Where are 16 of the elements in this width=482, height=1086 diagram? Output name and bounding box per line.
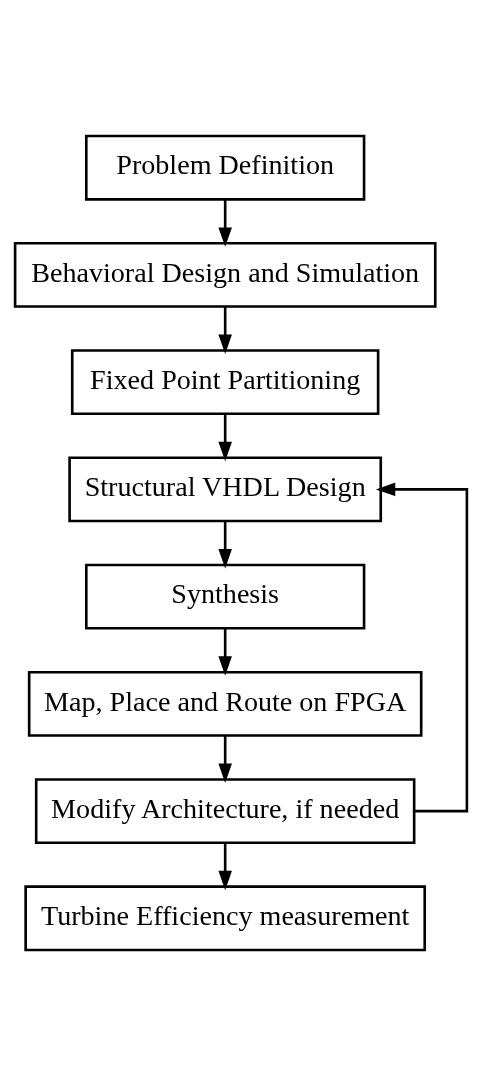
arrow: [218, 307, 232, 354]
arrow: [218, 736, 232, 783]
arrow: [218, 414, 232, 462]
arrow: [218, 843, 232, 891]
node-box: Map, Place and Route on FPGA: [27, 670, 423, 737]
node-box: Problem Definition: [85, 134, 366, 201]
arrow: [375, 482, 469, 813]
arrow: [218, 199, 232, 247]
node-box: Turbine Efficiency measurement: [24, 885, 427, 952]
arrow: [218, 628, 232, 676]
node-box: Fixed Point Partitioning: [70, 349, 380, 416]
arrow: [218, 521, 232, 569]
node-box: Synthesis: [85, 563, 366, 630]
node-box: Modify Architecture, if needed: [34, 778, 416, 845]
node-box: Structural VHDL Design: [68, 456, 383, 523]
node-box: Behavioral Design and Simulation: [13, 241, 437, 308]
